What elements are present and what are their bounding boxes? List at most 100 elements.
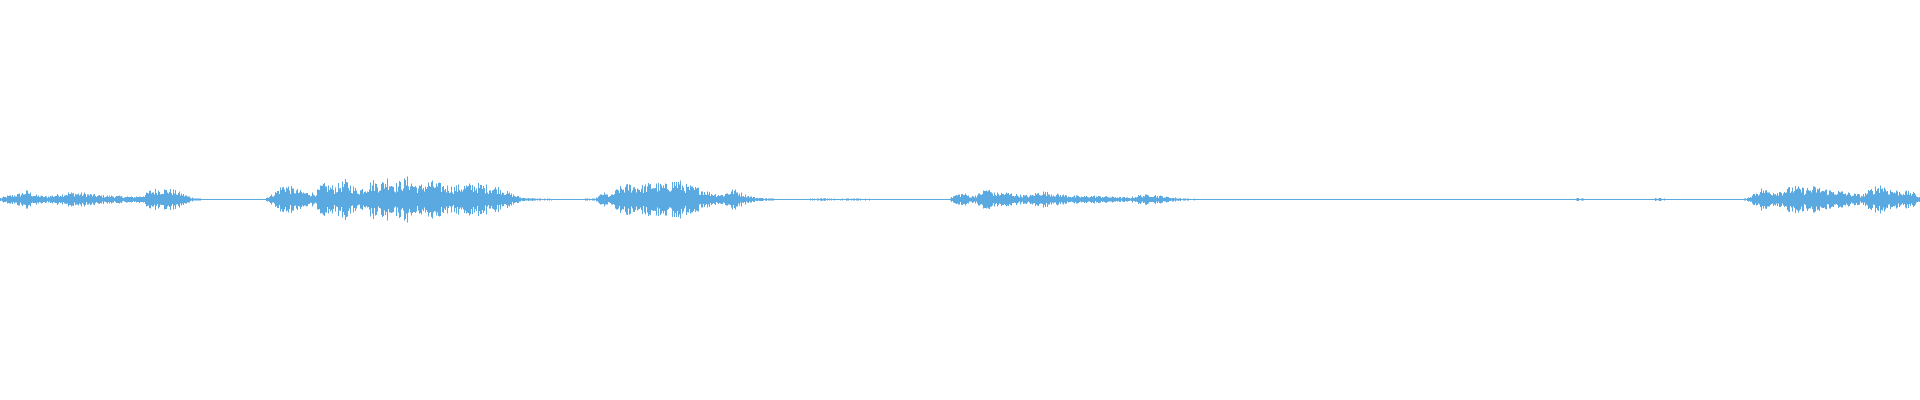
- waveform-sample: [779, 198, 780, 201]
- waveform-sample: [732, 189, 733, 210]
- waveform-sample: [1017, 195, 1018, 204]
- waveform-sample: [296, 190, 297, 209]
- waveform-sample: [333, 189, 334, 210]
- waveform-sample: [1423, 198, 1424, 201]
- waveform-sample: [783, 198, 784, 201]
- waveform-sample: [769, 198, 770, 201]
- waveform-sample: [770, 198, 771, 201]
- waveform-sample: [700, 194, 701, 205]
- waveform-sample: [823, 198, 824, 201]
- waveform-sample: [182, 195, 183, 204]
- waveform-sample: [1163, 198, 1164, 201]
- waveform-sample: [744, 197, 745, 202]
- waveform-sample: [639, 190, 640, 209]
- waveform-sample: [807, 198, 808, 201]
- waveform-sample: [772, 198, 773, 201]
- waveform-sample: [495, 187, 496, 212]
- waveform-sample: [378, 192, 379, 207]
- waveform-sample: [491, 193, 492, 207]
- waveform-sample: [1773, 192, 1774, 207]
- waveform-sample: [1173, 197, 1174, 202]
- waveform-sample: [90, 194, 91, 205]
- waveform-sample: [334, 193, 335, 206]
- waveform-sample: [223, 198, 224, 201]
- waveform-sample: [1880, 185, 1881, 214]
- waveform-sample: [998, 194, 999, 205]
- waveform-sample: [1542, 198, 1543, 201]
- waveform-sample: [338, 182, 339, 217]
- waveform-sample: [1398, 198, 1399, 201]
- waveform-sample: [859, 198, 860, 201]
- waveform-sample: [1593, 198, 1594, 201]
- waveform-sample: [475, 190, 476, 209]
- waveform-sample: [1628, 198, 1629, 201]
- waveform-sample: [332, 185, 333, 214]
- waveform-sample: [1461, 198, 1462, 201]
- waveform-sample: [1838, 191, 1839, 208]
- waveform-sample: [804, 198, 805, 201]
- waveform-sample: [512, 197, 513, 202]
- waveform-sample: [212, 198, 213, 201]
- waveform-sample: [1242, 198, 1243, 201]
- waveform-sample: [31, 195, 32, 204]
- waveform-sample: [1409, 198, 1410, 201]
- waveform-sample: [251, 198, 252, 201]
- waveform-sample: [909, 198, 910, 201]
- waveform-sample: [237, 198, 238, 201]
- waveform-sample: [1852, 195, 1853, 204]
- waveform-sample: [835, 198, 836, 201]
- waveform-sample: [19, 193, 20, 206]
- waveform-sample: [1608, 198, 1609, 201]
- waveform-sample: [1859, 194, 1860, 205]
- waveform-sample: [1064, 196, 1065, 203]
- waveform-sample: [145, 194, 146, 205]
- waveform-sample: [239, 198, 240, 201]
- waveform-sample: [39, 197, 40, 202]
- waveform-sample: [465, 188, 466, 211]
- waveform-sample: [1012, 195, 1013, 204]
- waveform-sample: [1771, 194, 1772, 205]
- waveform-sample: [1730, 198, 1731, 201]
- waveform-sample: [103, 194, 104, 205]
- waveform-sample: [1624, 198, 1625, 201]
- waveform-sample: [1588, 198, 1589, 201]
- waveform-sample: [327, 192, 328, 207]
- waveform-sample: [1128, 197, 1129, 202]
- waveform-sample: [1118, 198, 1119, 201]
- waveform-sample: [1007, 193, 1008, 206]
- waveform-sample: [341, 191, 342, 208]
- waveform-sample: [1725, 198, 1726, 201]
- waveform-sample: [66, 194, 67, 205]
- waveform-sample: [954, 196, 955, 203]
- waveform-sample: [22, 193, 23, 206]
- waveform-sample: [402, 190, 403, 209]
- waveform-sample: [1681, 198, 1682, 201]
- waveform-sample: [891, 198, 892, 201]
- waveform-sample: [1644, 198, 1645, 201]
- waveform-sample: [1294, 198, 1295, 201]
- waveform-sample: [701, 191, 702, 208]
- waveform-sample: [739, 193, 740, 206]
- waveform-sample: [177, 194, 178, 205]
- waveform-sample: [599, 195, 600, 204]
- waveform-sample: [1872, 190, 1873, 209]
- waveform-sample: [934, 198, 935, 201]
- waveform-sample: [1117, 197, 1118, 202]
- waveform-sample: [1831, 192, 1832, 207]
- waveform-sample: [1244, 198, 1245, 201]
- waveform-sample: [421, 184, 422, 215]
- waveform-sample: [58, 195, 59, 204]
- waveform-sample: [1875, 186, 1876, 213]
- waveform-sample: [2, 197, 3, 202]
- waveform-sample: [48, 196, 49, 203]
- waveform-sample: [905, 198, 906, 201]
- waveform-sample: [703, 195, 704, 204]
- waveform-sample: [1213, 198, 1214, 201]
- waveform-sample: [391, 186, 392, 213]
- waveform-sample: [1751, 197, 1752, 202]
- waveform-sample: [1119, 196, 1120, 203]
- waveform-sample: [1822, 191, 1823, 208]
- waveform-sample: [1917, 196, 1918, 203]
- waveform-sample: [714, 195, 715, 204]
